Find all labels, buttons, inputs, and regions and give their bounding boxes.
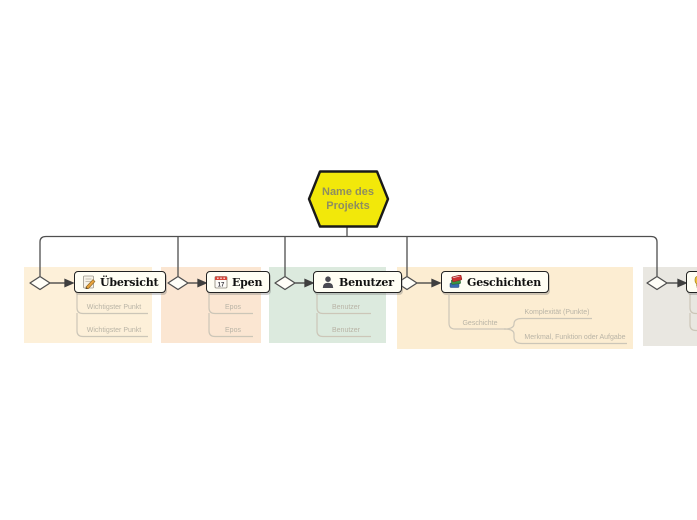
node-icon	[694, 275, 697, 289]
node-title: Geschichten	[467, 275, 542, 289]
user-icon	[322, 276, 334, 288]
child-connectors	[76, 294, 697, 345]
child-node[interactable]: Epos	[225, 327, 241, 334]
node-title: Epen	[232, 275, 263, 289]
root-node[interactable]: Name des Projekts	[305, 168, 391, 230]
collapse-toggle-uebersicht[interactable]	[29, 275, 51, 291]
books-icon	[449, 275, 463, 288]
child-node[interactable]: Benutzer	[331, 327, 361, 334]
node-partial[interactable]	[686, 271, 697, 293]
node-title: Benutzer	[339, 275, 394, 289]
root-label-line2: Projekts	[326, 200, 370, 212]
child-node[interactable]: Geschichte	[462, 320, 498, 327]
node-geschichten[interactable]: Geschichten	[441, 271, 550, 293]
calendar-day: 17	[218, 282, 225, 288]
memo-icon	[83, 275, 96, 289]
collapse-toggle-geschichten[interactable]	[396, 275, 418, 291]
hexagon-shape	[307, 170, 390, 228]
root-label-line1: Name des	[322, 185, 374, 198]
calendar-icon: 17	[214, 276, 228, 289]
child-node[interactable]: Komplexität (Punkte)	[524, 309, 590, 316]
child-node[interactable]: Wichtigster Punkt	[86, 327, 142, 334]
child-node[interactable]: Epos	[225, 304, 241, 311]
child-node[interactable]: Merkmal, Funktion oder Aufgabe	[524, 334, 626, 341]
collapse-toggle-benutzer[interactable]	[274, 275, 296, 291]
branch-arrows	[50, 278, 688, 288]
node-epen[interactable]: 17 Epen	[206, 271, 271, 293]
child-node[interactable]: Wichtigster Punkt	[86, 304, 142, 311]
collapse-toggle-partial[interactable]	[646, 275, 668, 291]
tree-connectors	[39, 227, 658, 276]
node-uebersicht[interactable]: Übersicht	[74, 271, 167, 293]
node-title: Übersicht	[100, 275, 159, 289]
child-node[interactable]: Benutzer	[331, 304, 361, 311]
root-node-label: Name des Projekts	[305, 168, 391, 230]
collapse-toggle-epen[interactable]	[167, 275, 189, 291]
node-benutzer[interactable]: Benutzer	[313, 271, 402, 293]
